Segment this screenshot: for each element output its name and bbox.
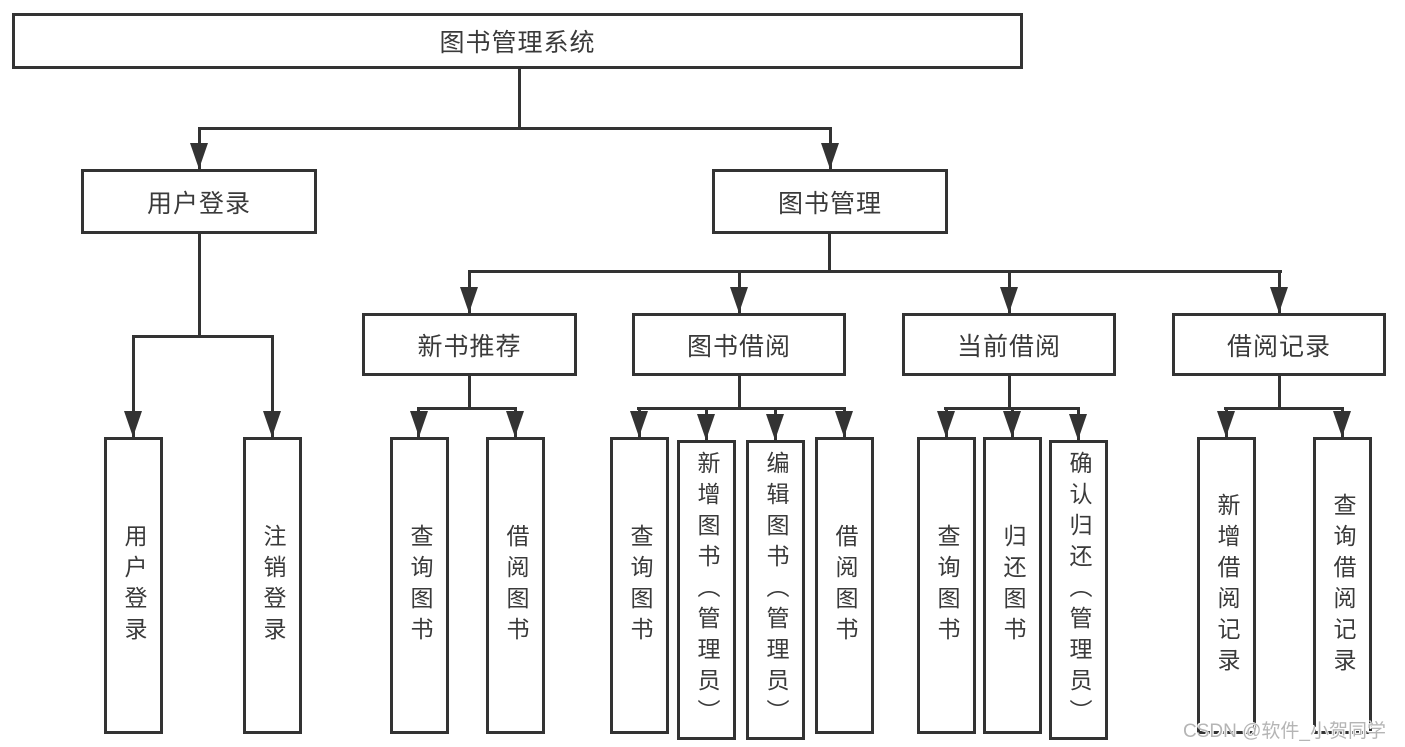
node-label: 注销登录	[260, 523, 286, 648]
arrow-down-icon	[410, 411, 428, 437]
arrow-down-icon	[937, 411, 955, 437]
node-new-book-recommend: 新书推荐	[362, 313, 577, 376]
node-label: 借阅记录	[1226, 332, 1331, 361]
node-leaf-edit-books-admin: 编辑图书（管理员）	[746, 440, 805, 740]
node-leaf-logout: 注销登录	[243, 437, 302, 734]
node-label: 图书管理	[777, 189, 882, 218]
node-book-borrowing: 图书借阅	[632, 313, 846, 376]
connector-line	[132, 335, 135, 437]
arrow-down-icon	[506, 411, 524, 437]
node-book-management: 图书管理	[712, 169, 948, 234]
node-leaf-borrow-books-recommend: 借阅图书	[486, 437, 545, 734]
node-label: 用户登录	[146, 189, 251, 218]
node-label: 归还图书	[1000, 523, 1026, 648]
arrow-down-icon	[835, 411, 853, 437]
node-label: 新增图书（管理员）	[694, 450, 720, 730]
csdn-watermark: CSDN @软件_小贺同学	[1183, 721, 1386, 742]
connector-line	[1008, 375, 1011, 410]
node-label: 新增借阅记录	[1214, 492, 1240, 679]
arrow-down-icon	[1270, 287, 1288, 313]
connector-line	[271, 335, 274, 437]
connector-line	[1278, 375, 1281, 410]
node-leaf-confirm-return-admin: 确认归还（管理员）	[1049, 440, 1108, 740]
node-leaf-add-borrow-record: 新增借阅记录	[1197, 437, 1256, 734]
node-label: 查询图书	[934, 523, 960, 648]
arrow-down-icon	[263, 411, 281, 437]
node-user-login: 用户登录	[81, 169, 317, 234]
connector-line	[468, 270, 1282, 273]
node-leaf-query-books-borrowing: 查询图书	[610, 437, 669, 734]
node-leaf-return-books: 归还图书	[983, 437, 1042, 734]
node-label: 新书推荐	[417, 332, 522, 361]
arrow-down-icon	[190, 143, 208, 169]
arrow-down-icon	[1069, 414, 1087, 440]
arrow-down-icon	[1333, 411, 1351, 437]
node-current-borrowing: 当前借阅	[902, 313, 1116, 376]
connector-line	[637, 407, 846, 410]
node-label: 借阅图书	[503, 523, 529, 648]
node-leaf-query-borrow-record: 查询借阅记录	[1313, 437, 1372, 734]
arrow-down-icon	[766, 414, 784, 440]
node-label: 用户登录	[121, 523, 147, 648]
node-library-system: 图书管理系统	[12, 13, 1023, 69]
node-borrowing-records: 借阅记录	[1172, 313, 1386, 376]
connector-line	[198, 234, 201, 338]
node-label: 查询图书	[407, 523, 433, 648]
node-label: 当前借阅	[956, 332, 1061, 361]
node-leaf-user-login: 用户登录	[104, 437, 163, 734]
arrow-down-icon	[821, 143, 839, 169]
connector-line	[468, 375, 471, 410]
arrow-down-icon	[1000, 287, 1018, 313]
arrow-down-icon	[1217, 411, 1235, 437]
connector-line	[518, 67, 521, 130]
arrow-down-icon	[630, 411, 648, 437]
arrow-down-icon	[730, 287, 748, 313]
node-label: 查询图书	[627, 523, 653, 648]
arrow-down-icon	[460, 287, 478, 313]
node-leaf-query-books-recommend: 查询图书	[390, 437, 449, 734]
node-leaf-query-books-current: 查询图书	[917, 437, 976, 734]
connector-line	[1224, 407, 1344, 410]
connector-line	[828, 234, 831, 273]
arrow-down-icon	[124, 411, 142, 437]
arrow-down-icon	[1003, 411, 1021, 437]
node-leaf-borrow-books: 借阅图书	[815, 437, 874, 734]
arrow-down-icon	[697, 414, 715, 440]
connector-line	[132, 335, 274, 338]
connector-line	[417, 407, 517, 410]
node-label: 编辑图书（管理员）	[763, 450, 789, 730]
node-label: 图书管理系统	[439, 29, 596, 57]
node-label: 图书借阅	[686, 332, 791, 361]
connector-line	[738, 375, 741, 410]
connector-line	[198, 127, 832, 130]
node-label: 确认归还（管理员）	[1066, 450, 1092, 730]
node-leaf-add-books-admin: 新增图书（管理员）	[677, 440, 736, 740]
node-label: 借阅图书	[832, 523, 858, 648]
node-label: 查询借阅记录	[1330, 492, 1356, 679]
